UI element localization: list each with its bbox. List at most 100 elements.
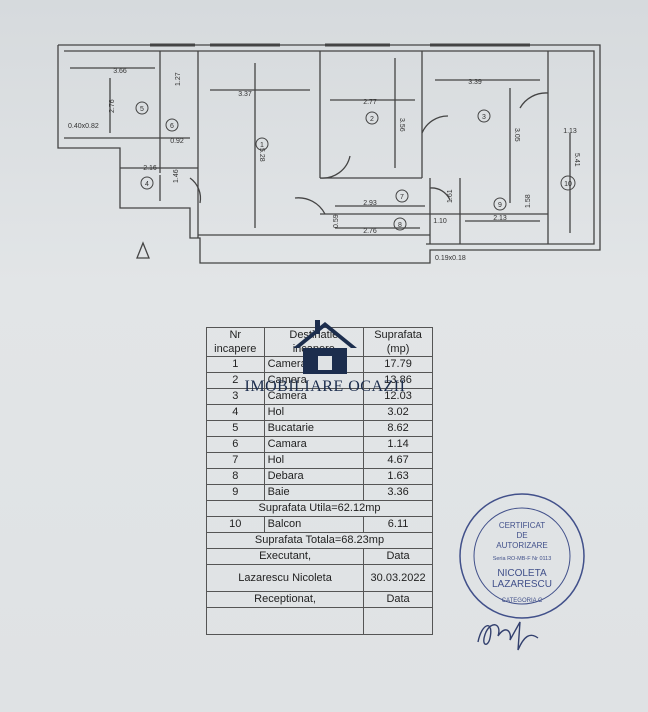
- room-nr: 9: [206, 484, 265, 501]
- header-destinatie: Destinatie incapere: [263, 327, 365, 357]
- executant-value-row: Lazarescu Nicoleta 30.03.2022: [205, 564, 433, 592]
- svg-text:0.19x0.18: 0.19x0.18: [435, 255, 466, 262]
- floor-plan: 3.66 2.76 1.27 0.92 3.37 5.28 2.77 3.56 …: [50, 38, 610, 268]
- svg-text:3.37: 3.37: [238, 91, 252, 98]
- executant-label-row: Executant, Data: [205, 548, 433, 565]
- receptionat-value: [205, 607, 365, 635]
- svg-text:2.77: 2.77: [363, 99, 377, 106]
- stamp-category: CATEGORIA C: [502, 598, 543, 604]
- stamp-line-1: CERTIFICAT: [499, 521, 545, 530]
- room-name: Camara: [263, 436, 365, 453]
- table-row: 10 Balcon 6.11: [206, 516, 433, 533]
- svg-text:8: 8: [398, 222, 402, 229]
- balcon-name: Balcon: [263, 516, 365, 533]
- header-nr: Nr incapere: [206, 327, 265, 357]
- surface-table: Nr incapere Destinatie incapere Suprafat…: [205, 327, 433, 635]
- room-area: 1.14: [363, 436, 433, 453]
- useful-total: Suprafata Utila=62.12mp: [206, 500, 433, 517]
- useful-total-row: Suprafata Utila=62.12mp: [206, 500, 433, 517]
- svg-text:1.13: 1.13: [563, 128, 577, 135]
- header-suprafata: Suprafata (mp): [363, 327, 433, 357]
- room-nr: 2: [206, 372, 265, 389]
- svg-text:9: 9: [498, 202, 502, 209]
- receptionat-label-row: Receptionat, Data: [205, 591, 433, 608]
- room-name: Baie: [263, 484, 365, 501]
- room-nr: 5: [206, 420, 265, 437]
- room-area: 17.79: [363, 356, 433, 373]
- svg-text:2.76: 2.76: [109, 99, 116, 113]
- balcon-nr: 10: [206, 516, 265, 533]
- room-nr: 6: [206, 436, 265, 453]
- svg-text:1.46: 1.46: [173, 169, 180, 183]
- room-area: 3.02: [363, 404, 433, 421]
- svg-text:5.28: 5.28: [258, 148, 265, 162]
- svg-text:1.27: 1.27: [175, 72, 182, 86]
- stamp-name-2: LAZARESCU: [492, 579, 552, 590]
- balcon-area: 6.11: [363, 516, 433, 533]
- room-name: Camera: [263, 356, 365, 373]
- stamp-name-1: NICOLETA: [497, 568, 547, 579]
- svg-text:7: 7: [400, 194, 404, 201]
- svg-text:2: 2: [370, 116, 374, 123]
- executant-name: Lazarescu Nicoleta: [205, 564, 365, 592]
- receptionat-date: [363, 607, 433, 635]
- room-name: Hol: [263, 452, 365, 469]
- executant-date: 30.03.2022: [363, 564, 433, 592]
- signature-scribble: [477, 621, 539, 651]
- svg-text:3.66: 3.66: [113, 68, 127, 75]
- stamp-line-4: Seria RO-MB-F Nr 0113: [493, 556, 552, 562]
- room-area: 1.63: [363, 468, 433, 485]
- svg-text:3.56: 3.56: [398, 118, 405, 132]
- room-name: Debara: [263, 468, 365, 485]
- svg-text:0.92: 0.92: [170, 138, 184, 145]
- room-area: 3.36: [363, 484, 433, 501]
- stamp-seal: CERTIFICAT DE AUTORIZARE Seria RO-MB-F N…: [459, 493, 585, 619]
- room-area: 13.86: [363, 372, 433, 389]
- room-nr: 3: [206, 388, 265, 405]
- svg-text:1: 1: [260, 142, 264, 149]
- floor-plan-drawing: 3.66 2.76 1.27 0.92 3.37 5.28 2.77 3.56 …: [57, 43, 601, 264]
- room-nr: 8: [206, 468, 265, 485]
- svg-text:0.40x0.82: 0.40x0.82: [68, 123, 99, 130]
- svg-text:6: 6: [170, 123, 174, 130]
- room-nr: 4: [206, 404, 265, 421]
- room-name: Camera: [263, 388, 365, 405]
- svg-text:2.16: 2.16: [143, 165, 157, 172]
- svg-text:5: 5: [140, 106, 144, 113]
- svg-text:1.61: 1.61: [447, 189, 454, 203]
- total-row: Suprafata Totala=68.23mp: [206, 532, 433, 549]
- executant-label: Executant,: [205, 548, 365, 565]
- svg-text:2.76: 2.76: [363, 228, 377, 235]
- svg-text:2.93: 2.93: [363, 200, 377, 207]
- room-nr: 1: [206, 356, 265, 373]
- table-header-row: Nr incapere Destinatie incapere Suprafat…: [206, 327, 433, 357]
- room-area: 8.62: [363, 420, 433, 437]
- svg-text:3.05: 3.05: [513, 128, 520, 142]
- svg-text:0.59: 0.59: [333, 214, 340, 228]
- room-area: 12.03: [363, 388, 433, 405]
- date-label-2: Data: [363, 591, 433, 608]
- room-name: Camera: [263, 372, 365, 389]
- room-name: Bucatarie: [263, 420, 365, 437]
- svg-text:2.13: 2.13: [493, 215, 507, 222]
- room-nr: 7: [206, 452, 265, 469]
- total-surface: Suprafata Totala=68.23mp: [206, 532, 433, 549]
- authorization-stamp: CERTIFICAT DE AUTORIZARE Seria RO-MB-F N…: [452, 486, 592, 626]
- stamp-line-3: AUTORIZARE: [496, 541, 547, 550]
- svg-text:3.39: 3.39: [468, 79, 482, 86]
- stamp-line-2: DE: [516, 531, 527, 540]
- svg-text:5.41: 5.41: [573, 153, 580, 167]
- svg-text:4: 4: [145, 181, 149, 188]
- room-area: 4.67: [363, 452, 433, 469]
